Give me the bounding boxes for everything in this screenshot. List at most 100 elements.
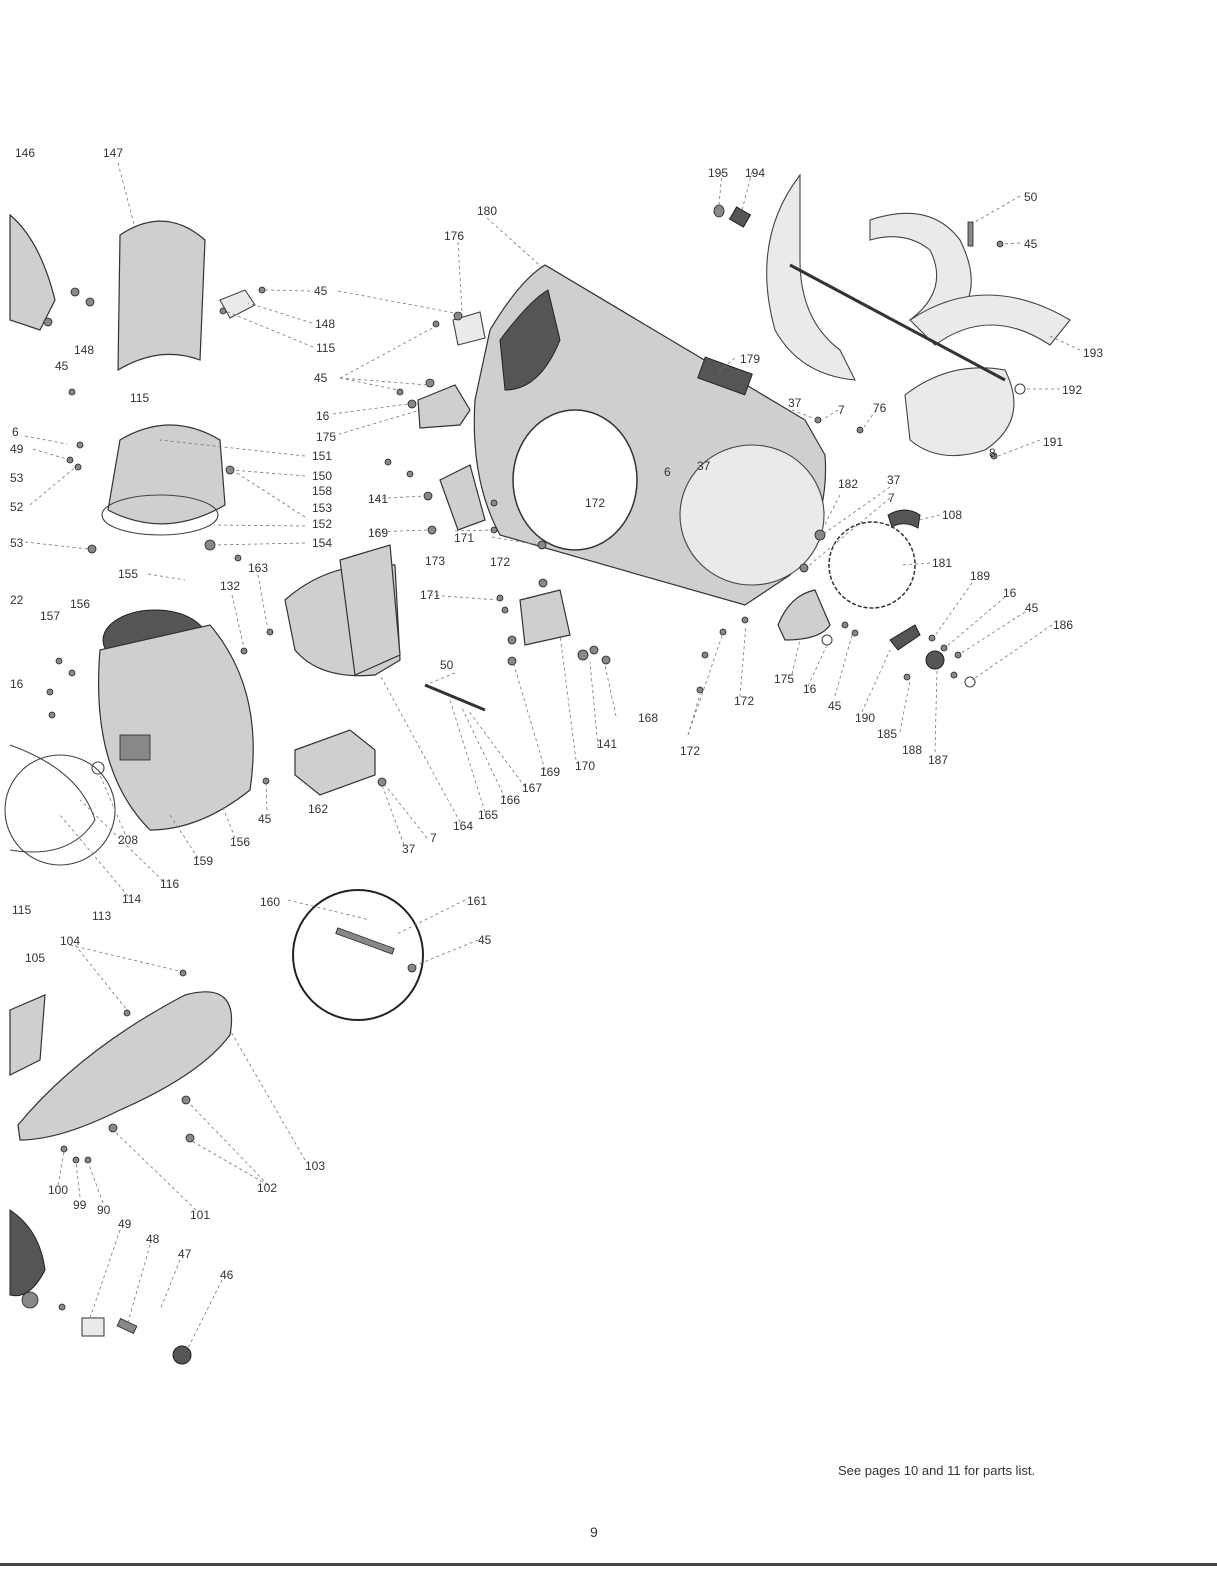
callout-132: 132 (220, 579, 240, 593)
callout-116: 116 (160, 877, 179, 891)
callout-141: 141 (597, 737, 617, 751)
callout-45: 45 (1024, 237, 1038, 251)
callout-195: 195 (708, 166, 728, 180)
callout-185: 185 (877, 727, 897, 741)
callout-190: 190 (855, 711, 875, 725)
knob-46 (172, 1345, 192, 1365)
callout-172: 172 (490, 555, 510, 569)
callout-102: 102 (257, 1181, 277, 1195)
left-housing-fragment (9, 213, 56, 331)
callout-192: 192 (1062, 383, 1082, 397)
hub-fragment (21, 1291, 39, 1309)
callout-176: 176 (444, 229, 464, 243)
bracket-176 (452, 311, 486, 346)
leader-lines (24, 162, 1081, 1349)
callout-175: 175 (316, 430, 336, 444)
callout-172: 172 (585, 496, 605, 510)
callout-46: 46 (220, 1268, 234, 1282)
callout-104: 104 (60, 934, 80, 948)
callout-172: 172 (734, 694, 754, 708)
left-gear-fragment (9, 1209, 46, 1297)
callout-7: 7 (838, 403, 845, 417)
bracket-148 (219, 289, 256, 319)
parts-list-reference-note: See pages 10 and 11 for parts list. (838, 1463, 1036, 1478)
chain-case-103 (17, 991, 232, 1141)
auger-blade-spiral (909, 294, 1071, 346)
callout-189: 189 (970, 569, 990, 583)
callout-45: 45 (55, 359, 69, 373)
callout-169: 169 (540, 765, 560, 779)
callout-45: 45 (828, 699, 842, 713)
callout-175: 175 (774, 672, 794, 686)
callout-37: 37 (402, 842, 416, 856)
blower-housing-156 (97, 624, 254, 831)
callout-45: 45 (1025, 601, 1039, 615)
callout-99: 99 (73, 1198, 87, 1212)
washer-195 (713, 204, 725, 218)
callout-167: 167 (522, 781, 542, 795)
block-162 (294, 729, 376, 796)
callout-160: 160 (260, 895, 280, 909)
callout-115: 115 (130, 391, 149, 405)
callout-114: 114 (122, 892, 141, 906)
callout-115: 115 (12, 903, 31, 917)
hardware-group (43, 240, 1026, 1311)
callout-90: 90 (97, 1203, 111, 1217)
callout-16: 16 (803, 682, 817, 696)
callout-188: 188 (902, 743, 922, 757)
housing-dark-area (499, 289, 561, 391)
callout-148: 148 (74, 343, 94, 357)
callout-50: 50 (1024, 190, 1038, 204)
callout-163: 163 (248, 561, 268, 575)
callout-147: 147 (103, 146, 123, 160)
callout-48: 48 (146, 1232, 160, 1246)
callout-162: 162 (308, 802, 328, 816)
callout-148: 148 (315, 317, 335, 331)
callout-155: 155 (118, 567, 138, 581)
callout-8: 8 (989, 446, 996, 460)
page-number: 9 (590, 1524, 598, 1540)
callout-156: 156 (230, 835, 250, 849)
callout-173: 173 (425, 554, 445, 568)
callout-76: 76 (873, 401, 887, 415)
blower-hub (119, 734, 151, 761)
bottom-rule (0, 1563, 1217, 1566)
shield-147 (117, 220, 206, 372)
callout-182: 182 (838, 477, 858, 491)
callout-16: 16 (316, 409, 330, 423)
callout-152: 152 (312, 517, 332, 531)
callout-172: 172 (680, 744, 700, 758)
callout-171: 171 (454, 531, 474, 545)
bracket-49 (81, 1317, 105, 1337)
impeller-blade (339, 544, 401, 676)
callout-49: 49 (10, 442, 24, 456)
left-wheel-fragment (9, 744, 96, 853)
callout-154: 154 (312, 536, 332, 550)
detail-circle (292, 889, 424, 1021)
callout-161: 161 (467, 894, 487, 908)
callout-50: 50 (440, 658, 454, 672)
callout-37: 37 (788, 396, 802, 410)
callout-labels: 146 147 148 45 115 45 148 115 6 49 53 52… (10, 146, 1103, 1282)
chute-ring-base (101, 494, 219, 536)
callout-159: 159 (193, 854, 213, 868)
chain-108 (887, 509, 921, 529)
callout-22: 22 (10, 593, 24, 607)
bushing-194 (728, 206, 752, 228)
sprocket-181 (828, 521, 916, 609)
pin-50 (967, 221, 974, 247)
callout-179: 179 (740, 352, 760, 366)
pulley-188 (925, 650, 945, 670)
chute-ring-151 (107, 424, 226, 525)
callout-53: 53 (10, 471, 24, 485)
callout-156: 156 (70, 597, 90, 611)
callout-53: 53 (10, 536, 24, 550)
callout-194: 194 (745, 166, 765, 180)
callout-193: 193 (1083, 346, 1103, 360)
callout-186: 186 (1053, 618, 1073, 632)
callout-153: 153 (312, 501, 332, 515)
callout-52: 52 (10, 500, 24, 514)
callout-100: 100 (48, 1183, 68, 1197)
callout-166: 166 (500, 793, 520, 807)
